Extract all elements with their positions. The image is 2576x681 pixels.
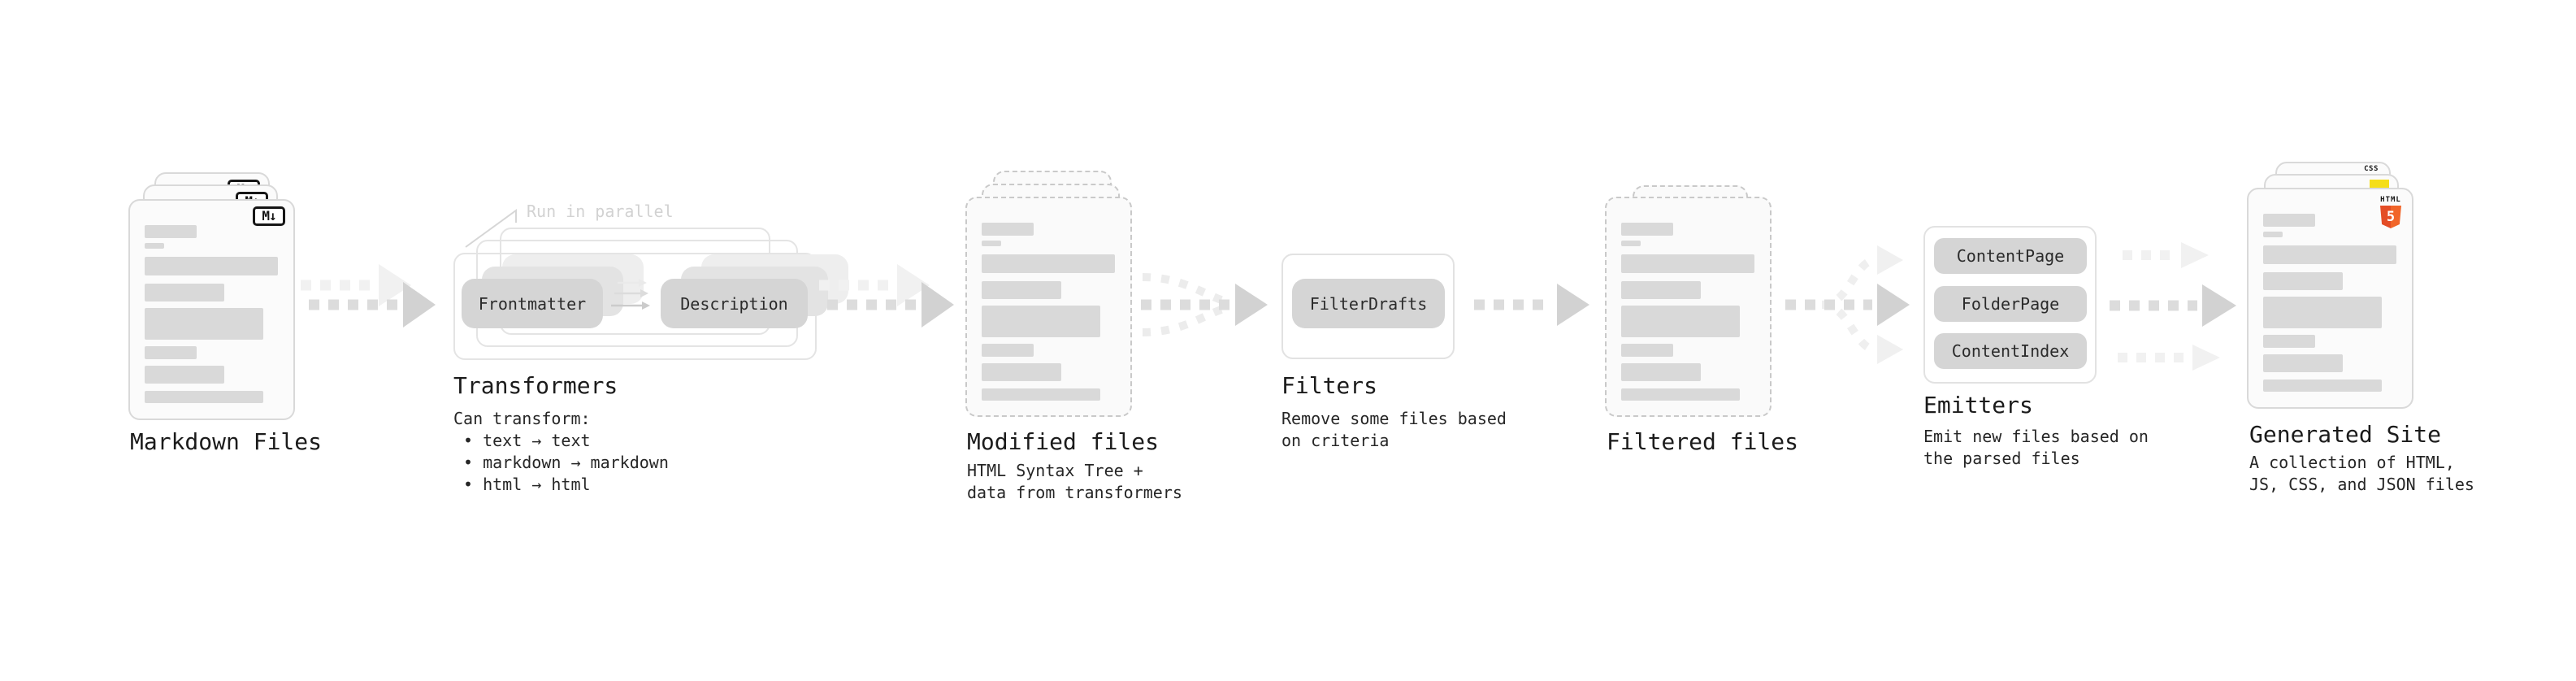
html5-icon-number: 5 xyxy=(2386,208,2396,225)
arrow-filters-to-filtered xyxy=(1474,284,1589,326)
desc-line: JS, CSS, and JSON files xyxy=(2249,475,2474,494)
skeleton-bar xyxy=(1621,388,1740,401)
skeleton-bar xyxy=(145,366,224,384)
desc-line: data from transformers xyxy=(967,483,1182,502)
desc-line: Can transform: xyxy=(453,409,591,428)
desc-line: on criteria xyxy=(1281,431,1390,450)
desc-bullet: • text → text xyxy=(463,431,591,450)
skeleton-bar xyxy=(1621,241,1641,246)
arrow-emitters-to-site xyxy=(2110,242,2236,371)
skeleton-bar xyxy=(982,254,1115,273)
skeleton-bar xyxy=(982,241,1001,246)
desc-line: A collection of HTML, xyxy=(2249,453,2455,472)
stage-desc-site: A collection of HTML, JS, CSS, and JSON … xyxy=(2249,452,2474,496)
stage-desc-modified: HTML Syntax Tree + data from transformer… xyxy=(967,460,1182,504)
contentpage-node: ContentPage xyxy=(1934,238,2087,274)
skeleton-bar xyxy=(145,284,224,301)
skeleton-bar xyxy=(2263,272,2343,290)
annotation-leader-line xyxy=(465,209,517,248)
skeleton-bar xyxy=(2263,214,2315,227)
skeleton-bar xyxy=(1621,344,1673,357)
skeleton-bar xyxy=(2263,335,2315,348)
desc-bullet: • html → html xyxy=(463,475,591,494)
skeleton-bar xyxy=(2263,354,2343,372)
skeleton-bar xyxy=(1621,363,1701,381)
desc-line: Remove some files based xyxy=(1281,409,1507,428)
skeleton-bar xyxy=(982,388,1100,401)
arrow-modified-to-filters-merge xyxy=(1141,273,1268,336)
stage-label-transformers: Transformers xyxy=(453,372,618,399)
stage-desc-emitters: Emit new files based on the parsed files xyxy=(1923,426,2149,470)
skeleton-bar xyxy=(1621,223,1673,236)
parallel-arrows-icon xyxy=(611,279,650,310)
skeleton-bar xyxy=(145,257,278,275)
desc-line: Emit new files based on xyxy=(1923,427,2149,446)
desc-bullet: • markdown → markdown xyxy=(463,453,669,472)
arrow-markdown-to-transformers xyxy=(301,264,436,327)
stage-desc-transformers: Can transform: • text → text • markdown … xyxy=(453,408,669,496)
skeleton-bar xyxy=(1621,281,1701,299)
desc-line: the parsed files xyxy=(1923,449,2080,468)
stage-label-markdown: Markdown Files xyxy=(130,428,323,455)
desc-line: HTML Syntax Tree + xyxy=(967,461,1143,480)
folderpage-node: FolderPage xyxy=(1934,286,2087,322)
site-file-card-front: HTML 5 xyxy=(2247,188,2413,409)
contentindex-node: ContentIndex xyxy=(1934,333,2087,369)
arrow-transformers-to-modified xyxy=(819,264,954,327)
skeleton-bar xyxy=(145,391,263,403)
frontmatter-node: Frontmatter xyxy=(462,279,603,328)
html5-icon-shield: 5 xyxy=(2380,206,2401,228)
skeleton-bar xyxy=(2263,232,2283,237)
filterdrafts-node: FilterDrafts xyxy=(1292,279,1445,328)
run-in-parallel-annotation: Run in parallel xyxy=(527,202,674,221)
description-node: Description xyxy=(661,279,808,328)
html5-icon-word: HTML xyxy=(2380,196,2401,204)
stage-label-filters: Filters xyxy=(1281,372,1378,399)
css-icon-word: CSS xyxy=(2364,165,2379,173)
stage-label-modified: Modified files xyxy=(967,428,1160,455)
skeleton-bar xyxy=(145,243,164,249)
skeleton-bar xyxy=(2263,297,2382,328)
skeleton-bar xyxy=(145,225,197,238)
skeleton-bar xyxy=(982,223,1034,236)
skeleton-bar xyxy=(2263,380,2382,392)
skeleton-bar xyxy=(2263,245,2396,264)
skeleton-bar xyxy=(982,281,1061,299)
html5-icon: HTML 5 xyxy=(2380,196,2401,228)
markdown-file-card-front: M↓ xyxy=(128,199,295,420)
skeleton-bar xyxy=(1621,306,1740,337)
skeleton-bar xyxy=(1621,254,1754,273)
stage-label-site: Generated Site xyxy=(2249,421,2442,448)
markdown-icon: M↓ xyxy=(253,206,285,226)
filtered-file-card-front xyxy=(1605,197,1772,417)
stage-label-filtered: Filtered files xyxy=(1607,428,1799,455)
skeleton-bar xyxy=(982,363,1061,381)
skeleton-bar xyxy=(982,306,1100,337)
skeleton-bar xyxy=(145,346,197,359)
stage-desc-filters: Remove some files based on criteria xyxy=(1281,408,1507,452)
arrow-filtered-to-emitters-fanout xyxy=(1785,245,1910,364)
modified-file-card-front xyxy=(965,197,1132,417)
skeleton-bar xyxy=(982,344,1034,357)
stage-label-emitters: Emitters xyxy=(1923,392,2033,419)
skeleton-bar xyxy=(145,308,263,340)
